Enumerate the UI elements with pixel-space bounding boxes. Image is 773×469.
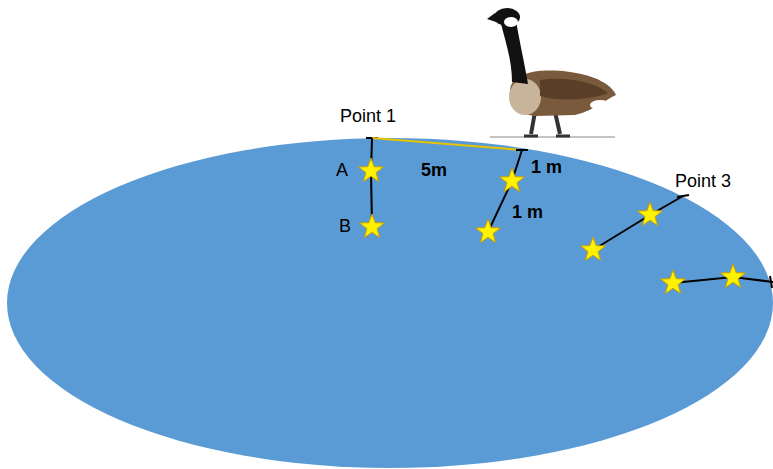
sample-star: [661, 270, 686, 294]
dimension-label: 5m: [421, 160, 447, 181]
goose-picture: [487, 8, 616, 137]
goose-beak: [487, 13, 496, 22]
pond: [7, 138, 773, 468]
sample-star: [476, 219, 501, 243]
transect-line: [673, 277, 773, 283]
point-label: Point 1: [340, 106, 396, 127]
ground-line: [490, 136, 615, 138]
goose-chin: [504, 17, 518, 27]
goose-tail-patch: [590, 100, 610, 110]
goose-foot: [556, 135, 570, 138]
dimension-label: 1 m: [512, 202, 543, 223]
sample-star: [360, 214, 385, 238]
goose-wing: [540, 79, 608, 100]
dimension-label: 1 m: [531, 157, 562, 178]
transect-line: [593, 196, 683, 250]
sample-star: [721, 264, 746, 288]
point-letter: A: [336, 160, 348, 181]
sample-star: [359, 158, 384, 182]
point-letter: B: [339, 216, 351, 237]
sample-star: [581, 237, 606, 261]
sample-star: [500, 168, 525, 192]
goose-head: [494, 8, 520, 26]
goose-foot: [524, 135, 538, 138]
point-label: Point 3: [675, 171, 731, 192]
sample-star: [638, 202, 663, 226]
goose-breast: [509, 79, 541, 115]
distance-line: [372, 138, 522, 150]
